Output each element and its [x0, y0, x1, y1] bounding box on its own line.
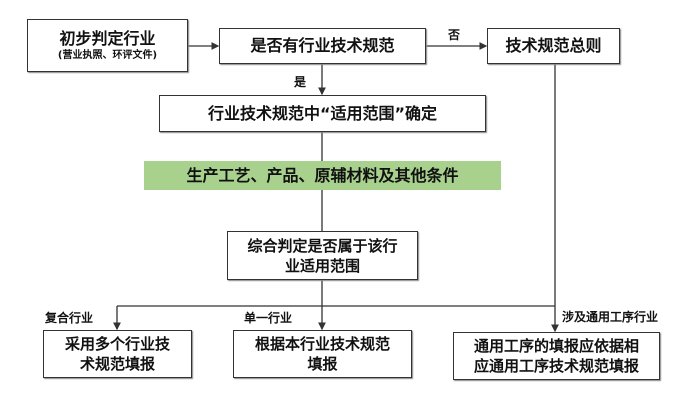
multi-spec-box: 采用多个行业技 术规范填报 — [43, 330, 192, 378]
label-single: 单一行业 — [244, 311, 293, 325]
has-spec-text: 是否有行业技术规范 — [250, 36, 395, 55]
label-yes: 是 — [294, 75, 307, 89]
label-common-process: 涉及通用工序行业 — [562, 310, 659, 324]
common-process-box: 通用工序的填报应依据相 应通用工序技术规范填报 — [453, 332, 660, 380]
scope-text: 行业技术规范中“适用范围”确定 — [207, 103, 438, 123]
label-composite: 复合行业 — [45, 311, 94, 325]
initial-industry-box: 初步判定行业 (营业执照、环评文件) — [27, 19, 188, 72]
general-rules-text: 技术规范总则 — [505, 36, 602, 55]
conditions-text: 生产工艺、产品、原辅材料及其他条件 — [186, 165, 459, 185]
has-spec-box: 是否有行业技术规范 — [219, 28, 426, 64]
common-line-2: 应通用工序技术规范填报 — [473, 357, 639, 375]
scope-box: 行业技术规范中“适用范围”确定 — [159, 95, 486, 132]
judge-line-1: 综合判定是否属于该行 — [247, 236, 398, 255]
general-rules-box: 技术规范总则 — [487, 28, 620, 64]
conditions-box: 生产工艺、产品、原辅材料及其他条件 — [144, 161, 501, 190]
common-line-1: 通用工序的填报应依据相 — [473, 337, 639, 355]
multi-line-2: 术规范填报 — [79, 355, 155, 373]
single-spec-box: 根据本行业技术规范 填报 — [233, 330, 412, 378]
single-line-1: 根据本行业技术规范 — [254, 335, 390, 353]
judge-box: 综合判定是否属于该行 业适用范围 — [227, 231, 418, 280]
judge-line-2: 业适用范围 — [284, 256, 360, 275]
label-no: 否 — [448, 28, 461, 42]
initial-subtitle: (营业执照、环评文件) — [57, 50, 158, 61]
initial-title: 初步判定行业 — [59, 29, 156, 48]
single-line-2: 填报 — [307, 355, 338, 373]
multi-line-1: 采用多个行业技 — [64, 335, 170, 353]
